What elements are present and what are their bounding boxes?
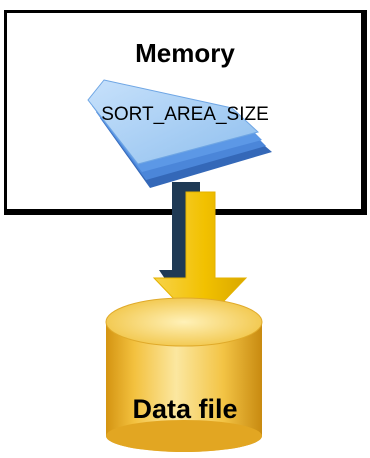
data-file-label: Data file — [132, 394, 238, 424]
sort-area-size-label: SORT_AREA_SIZE — [101, 104, 269, 125]
memory-title: Memory — [135, 38, 235, 68]
database-cylinder-icon — [105, 297, 263, 452]
stacked-block-icon — [87, 79, 272, 188]
